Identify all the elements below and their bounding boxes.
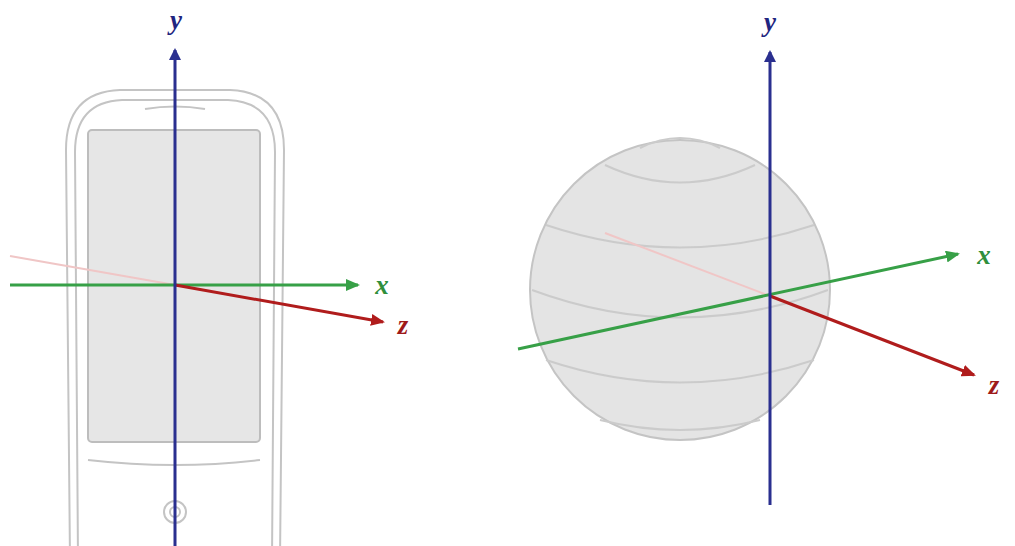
axis-label-x: x [977, 242, 991, 269]
phone-axes [10, 50, 383, 546]
sphere-axes [518, 52, 974, 505]
axis-label-z: z [989, 372, 1000, 399]
axis-label-z: z [398, 312, 409, 339]
sphere [530, 138, 830, 440]
axis-label-y: y [170, 7, 182, 34]
axis-label-x: x [375, 272, 389, 299]
axis-label-y: y [764, 9, 776, 36]
